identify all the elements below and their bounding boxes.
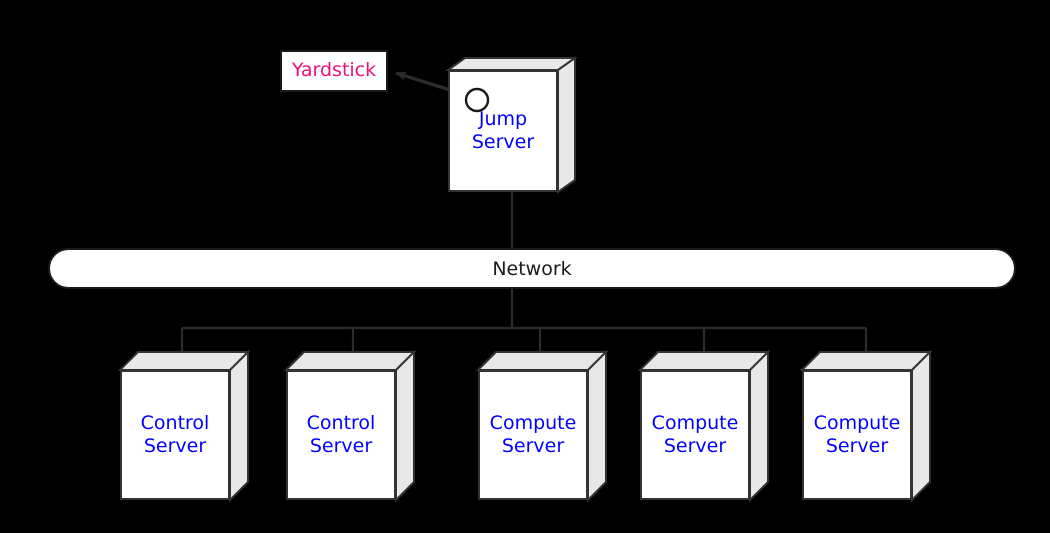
node-jump-server[interactable]: Jump Server (444, 56, 593, 206)
node-control-server-1-label: Control Server (140, 411, 210, 457)
node-yardstick[interactable]: Yardstick (280, 50, 388, 92)
cube-top-face (799, 351, 933, 371)
cube-top-face (283, 351, 417, 371)
cube-right-face (911, 349, 931, 503)
cube-right-face (587, 349, 607, 503)
lollipop-interface-icon[interactable] (464, 87, 490, 113)
compute-server-3d-body (799, 349, 933, 503)
cube-right-face (229, 349, 249, 503)
control-server-front-face: Control Server (120, 370, 230, 500)
node-yardstick-label: Yardstick (291, 59, 377, 82)
cube-top-face (475, 351, 609, 371)
node-control-server-2-label: Control Server (306, 411, 376, 457)
node-control-server-2[interactable]: Control Server (283, 349, 417, 503)
cube-right-face (395, 349, 415, 503)
node-compute-server-5[interactable]: Compute Server (799, 349, 933, 503)
node-network-bus[interactable]: Network (48, 248, 1016, 289)
jump-server-front-face: Jump Server (448, 70, 558, 192)
node-compute-server-3-label: Compute Server (489, 411, 577, 457)
node-compute-server-4-label: Compute Server (651, 411, 739, 457)
compute-server-front-face: Compute Server (640, 370, 750, 500)
node-compute-server-3[interactable]: Compute Server (475, 349, 609, 503)
node-compute-server-5-label: Compute Server (813, 411, 901, 457)
compute-server-3d-body (637, 349, 771, 503)
cube-right-face (749, 349, 769, 503)
node-network-label: Network (492, 257, 572, 280)
jump-server-interface-port-layer (464, 87, 490, 113)
node-control-server-1[interactable]: Control Server (117, 349, 251, 503)
control-server-front-face: Control Server (286, 370, 396, 500)
control-server-3d-body (283, 349, 417, 503)
node-compute-server-4[interactable]: Compute Server (637, 349, 771, 503)
cube-top-face (637, 351, 771, 371)
compute-server-front-face: Compute Server (478, 370, 588, 500)
node-jump-server-label: Jump Server (471, 107, 535, 153)
compute-server-front-face: Compute Server (802, 370, 912, 500)
cube-top-face (117, 351, 251, 371)
jump-server-3d-body (444, 56, 579, 194)
